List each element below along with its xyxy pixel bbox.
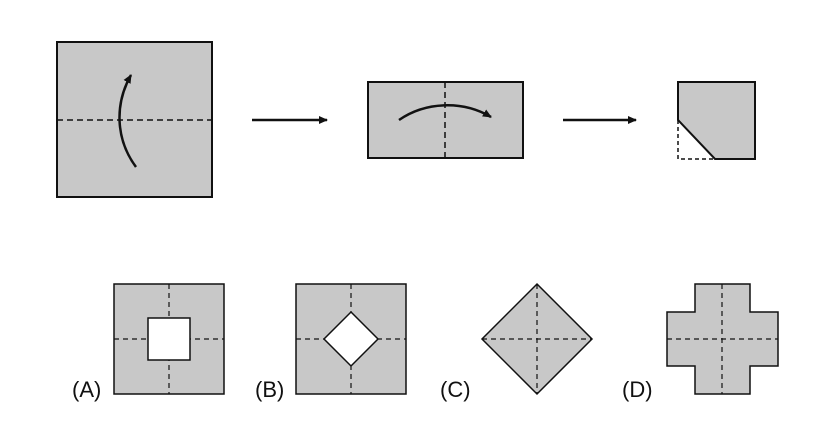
step-3-corner-cut <box>677 81 756 160</box>
diamond-hole <box>322 310 380 368</box>
option-d-figure[interactable] <box>666 283 779 395</box>
option-d-label[interactable]: (D) <box>622 377 653 402</box>
option-b-label[interactable]: (B) <box>255 377 285 402</box>
step-1-square-fold-up <box>56 41 213 198</box>
option-b-figure[interactable] <box>295 283 407 395</box>
square-hole <box>147 317 191 361</box>
option-c-figure[interactable] <box>480 282 594 396</box>
option-a-label[interactable]: (A) <box>72 377 102 402</box>
curved-arrow-icon <box>398 104 492 122</box>
step-2-rectangle-fold-right <box>367 81 524 159</box>
curved-arrow-icon <box>118 74 138 168</box>
option-a-figure[interactable] <box>113 283 225 395</box>
option-c-label[interactable]: (C) <box>440 377 471 402</box>
cut-away-corner-outline <box>677 120 715 160</box>
